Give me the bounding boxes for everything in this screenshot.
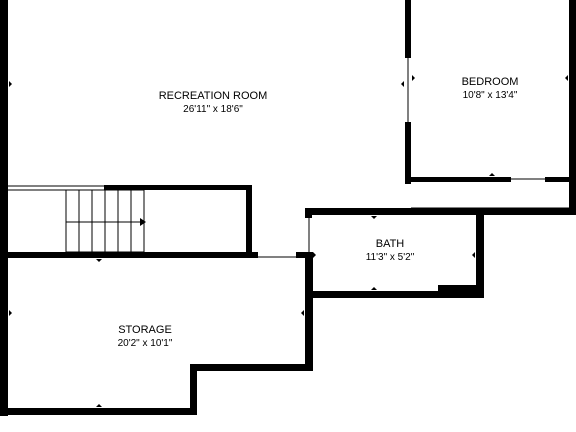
wall-rec-bottom	[8, 252, 258, 258]
dimension-ticks	[9, 75, 568, 407]
wall-bath-bottom	[305, 291, 484, 298]
wall-bedroom-bottom-right	[545, 177, 576, 182]
wall-bath-left-lower	[305, 252, 313, 298]
wall-storage-bottom	[0, 408, 197, 415]
wall-left	[0, 0, 8, 372]
wall-storage-step	[190, 364, 313, 371]
room-dimensions-bedroom: 10'8" x 13'4"	[463, 90, 518, 101]
wall-storage-step-vertical	[190, 364, 197, 415]
room-dimensions-recreation-room: 26'11" x 18'6"	[183, 104, 243, 115]
wall-bath-right	[476, 208, 484, 298]
room-name-recreation-room: RECREATION ROOM	[159, 90, 268, 102]
wall-stair-top	[104, 185, 252, 190]
room-dimensions-storage: 20'2" x 10'1"	[118, 338, 173, 349]
staircase	[8, 185, 146, 253]
wall-bedroom-right	[569, 0, 576, 214]
wall-bedroom-left-lower	[405, 122, 411, 184]
room-dimensions-bath: 11'3" x 5'2"	[366, 252, 415, 263]
wall-left-lower	[0, 372, 8, 416]
wall-bath-left	[305, 208, 312, 218]
wall-bedroom-bottom	[405, 177, 511, 182]
room-name-storage: STORAGE	[118, 324, 172, 336]
stair-arrow-icon	[140, 218, 146, 226]
wall-storage-right	[305, 291, 313, 370]
wall-bedroom-left	[405, 0, 411, 58]
room-name-bath: BATH	[376, 238, 405, 250]
room-name-bedroom: BEDROOM	[462, 76, 519, 88]
wall-bath-top	[305, 208, 576, 215]
wall-bath-bottom-step	[438, 285, 484, 298]
wall-rec-bottom-right	[296, 252, 306, 258]
wall-stair-right	[246, 185, 252, 257]
